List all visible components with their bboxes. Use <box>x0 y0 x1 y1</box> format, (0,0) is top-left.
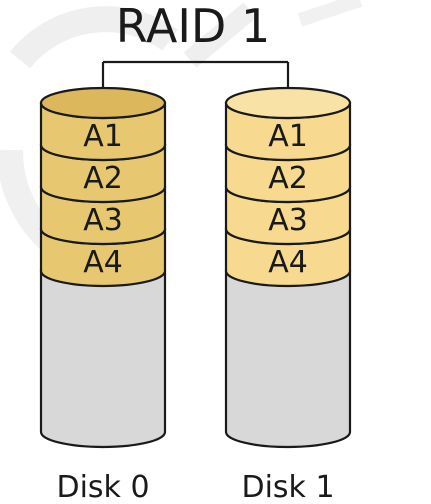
block-label: A3 <box>83 203 123 238</box>
data-block-a4 <box>224 227 352 288</box>
data-block-a1 <box>224 101 352 162</box>
block-label: A2 <box>83 161 123 196</box>
block-label: A4 <box>268 245 308 280</box>
block-label: A4 <box>83 245 123 280</box>
block-label: A2 <box>268 161 308 196</box>
disk-empty-area <box>224 269 352 449</box>
disk-top-cap <box>224 86 352 120</box>
data-block-a2 <box>39 143 167 204</box>
disk-label: Disk 1 <box>241 470 334 504</box>
block-label: A1 <box>83 119 123 154</box>
data-block-a2 <box>224 143 352 204</box>
disk-top-cap <box>39 86 167 120</box>
data-block-a3 <box>224 185 352 246</box>
diagram-title: RAID 1 <box>116 0 270 53</box>
block-label: A3 <box>268 203 308 238</box>
disk-empty-area <box>39 269 167 449</box>
data-block-a1 <box>39 101 167 162</box>
data-block-a3 <box>39 185 167 246</box>
disk-label: Disk 0 <box>56 470 149 504</box>
data-block-a4 <box>39 227 167 288</box>
block-label: A1 <box>268 119 308 154</box>
